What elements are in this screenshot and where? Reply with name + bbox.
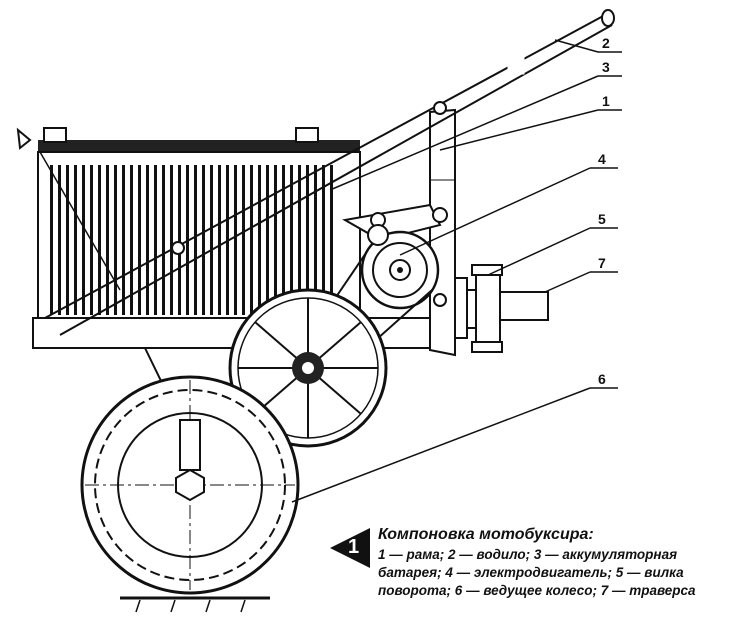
callout-5: 5 <box>598 211 606 227</box>
caption-text: 1 — рама; 2 — водило; 3 — аккумуляторная… <box>378 547 696 598</box>
callout-labels: 2 3 1 4 5 7 6 <box>598 35 610 387</box>
large-pulley <box>228 288 388 448</box>
crossbar <box>499 291 549 321</box>
electric-motor <box>342 203 448 310</box>
tow-bar <box>44 9 615 336</box>
callout-7: 7 <box>598 255 606 271</box>
callout-2: 2 <box>602 35 610 51</box>
figure-badge-icon <box>330 528 370 568</box>
clamp-icon <box>16 127 32 150</box>
battery-terminal-left <box>43 127 67 143</box>
battery-terminal-right <box>295 127 319 143</box>
steering-fork <box>454 264 503 353</box>
callout-1: 1 <box>602 93 610 109</box>
figure-number: 1 <box>348 536 360 558</box>
callout-6: 6 <box>598 371 606 387</box>
drive-wheel <box>80 375 300 595</box>
caption-title: Компоновка мотобуксира: <box>378 526 594 543</box>
callout-4: 4 <box>598 151 606 167</box>
axle-nut <box>175 468 205 502</box>
ground <box>120 596 270 613</box>
leader-lines <box>291 39 622 503</box>
callout-3: 3 <box>602 59 610 75</box>
